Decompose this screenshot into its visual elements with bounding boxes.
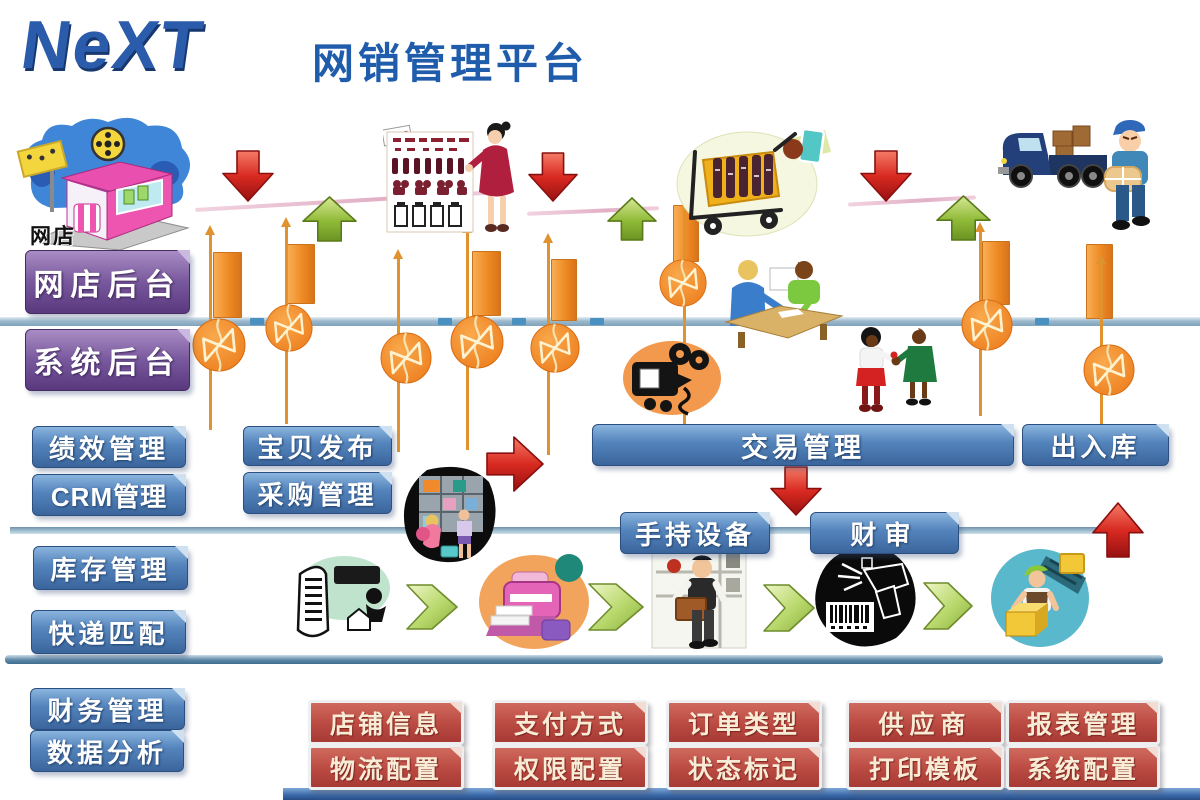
middle-rail-divider — [10, 527, 1118, 534]
service-desk-illustration — [718, 252, 846, 355]
pinwheel-node-icon — [1083, 344, 1135, 396]
shopping-cart-illustration — [675, 122, 833, 247]
red-down-arrow-icon — [222, 150, 274, 202]
box-system-config: 系统配置 — [1006, 745, 1160, 790]
box-payment: 支付方式 — [492, 700, 648, 745]
box-logistics-config: 物流配置 — [308, 745, 464, 790]
store-shoppers-illustration — [397, 464, 501, 571]
document-print-illustration — [290, 546, 402, 649]
pinwheel-node-icon — [265, 304, 313, 352]
camera-illustration — [620, 330, 722, 423]
page-title: 网销管理平台 — [312, 40, 589, 87]
packing-worker-illustration — [990, 546, 1090, 655]
pinwheel-node-icon — [450, 315, 504, 369]
box-product-publish: 宝贝发布 — [243, 426, 392, 466]
red-down-arrow-icon — [528, 152, 578, 202]
box-crm: CRM管理 — [32, 474, 186, 516]
pinwheel-node-icon — [659, 259, 707, 307]
product-display-illustration — [381, 116, 518, 251]
box-shop-info: 店铺信息 — [308, 700, 464, 745]
box-supplier: 供应商 — [846, 700, 1004, 745]
box-finance: 财务管理 — [30, 688, 185, 730]
pin-arrow-tip-icon — [393, 249, 403, 259]
pin-arrow-tip-icon — [1096, 254, 1106, 264]
pin-connector-icon — [683, 196, 686, 428]
box-order-type: 订单类型 — [666, 700, 822, 745]
rail-dash — [590, 318, 604, 325]
orange-bar-icon — [472, 251, 501, 316]
pin-arrow-tip-icon — [975, 222, 985, 232]
green-chevron-icon — [406, 584, 458, 630]
box-purchase: 采购管理 — [243, 472, 392, 514]
delivery-truck-illustration — [995, 115, 1155, 248]
bottom-rail-divider — [5, 655, 1163, 664]
orange-bar-icon — [982, 241, 1010, 305]
orange-bar-icon — [551, 259, 577, 321]
orange-bar-icon — [287, 244, 315, 304]
green-up-arrow-icon — [302, 196, 357, 242]
box-print-template: 打印模板 — [846, 745, 1004, 790]
pinwheel-node-icon — [192, 318, 246, 372]
green-chevron-icon — [588, 583, 644, 631]
rail-dash — [512, 318, 526, 325]
red-down-arrow-icon — [770, 466, 822, 516]
green-chevron-icon — [763, 584, 815, 632]
orange-bar-icon — [213, 252, 242, 318]
green-chevron-icon — [923, 582, 973, 630]
box-permission-config: 权限配置 — [492, 745, 648, 790]
picking-worker-illustration — [650, 546, 748, 655]
storefront-illustration — [12, 112, 197, 255]
box-finance-audit: 财审 — [810, 512, 959, 554]
box-trade: 交易管理 — [592, 424, 1014, 466]
box-store-backend: 网店后台 — [25, 250, 190, 314]
handshake-illustration — [850, 324, 938, 421]
box-express-match: 快递匹配 — [31, 610, 186, 654]
bottom-edge-bar — [283, 788, 1200, 800]
barcode-scanner-illustration — [810, 544, 920, 657]
rail-dash — [438, 318, 452, 325]
rail-dash — [250, 318, 264, 325]
pin-arrow-tip-icon — [543, 233, 553, 243]
box-warehouse-io: 出入库 — [1022, 424, 1169, 466]
red-down-arrow-icon — [860, 150, 912, 202]
pin-arrow-tip-icon — [281, 217, 291, 227]
red-right-arrow-icon — [486, 436, 544, 492]
box-status-mark: 状态标记 — [666, 745, 822, 790]
pinwheel-node-icon — [380, 332, 432, 384]
pin-arrow-tip-icon — [205, 225, 215, 235]
pinwheel-node-icon — [530, 323, 580, 373]
copier-illustration — [476, 550, 590, 657]
box-report: 报表管理 — [1006, 700, 1160, 745]
box-data-analysis: 数据分析 — [30, 730, 184, 772]
green-up-arrow-icon — [936, 195, 991, 241]
rail-dash — [1035, 318, 1049, 325]
box-system-backend: 系统后台 — [25, 329, 190, 391]
shop-label: 网店 — [30, 225, 76, 248]
next-logo: NeXT — [16, 7, 210, 83]
red-up-arrow-icon — [1092, 502, 1144, 558]
pinwheel-node-icon — [961, 299, 1013, 351]
green-up-arrow-icon — [607, 197, 657, 241]
box-handheld: 手持设备 — [620, 512, 770, 554]
box-performance: 绩效管理 — [32, 426, 186, 468]
box-inventory: 库存管理 — [33, 546, 188, 590]
